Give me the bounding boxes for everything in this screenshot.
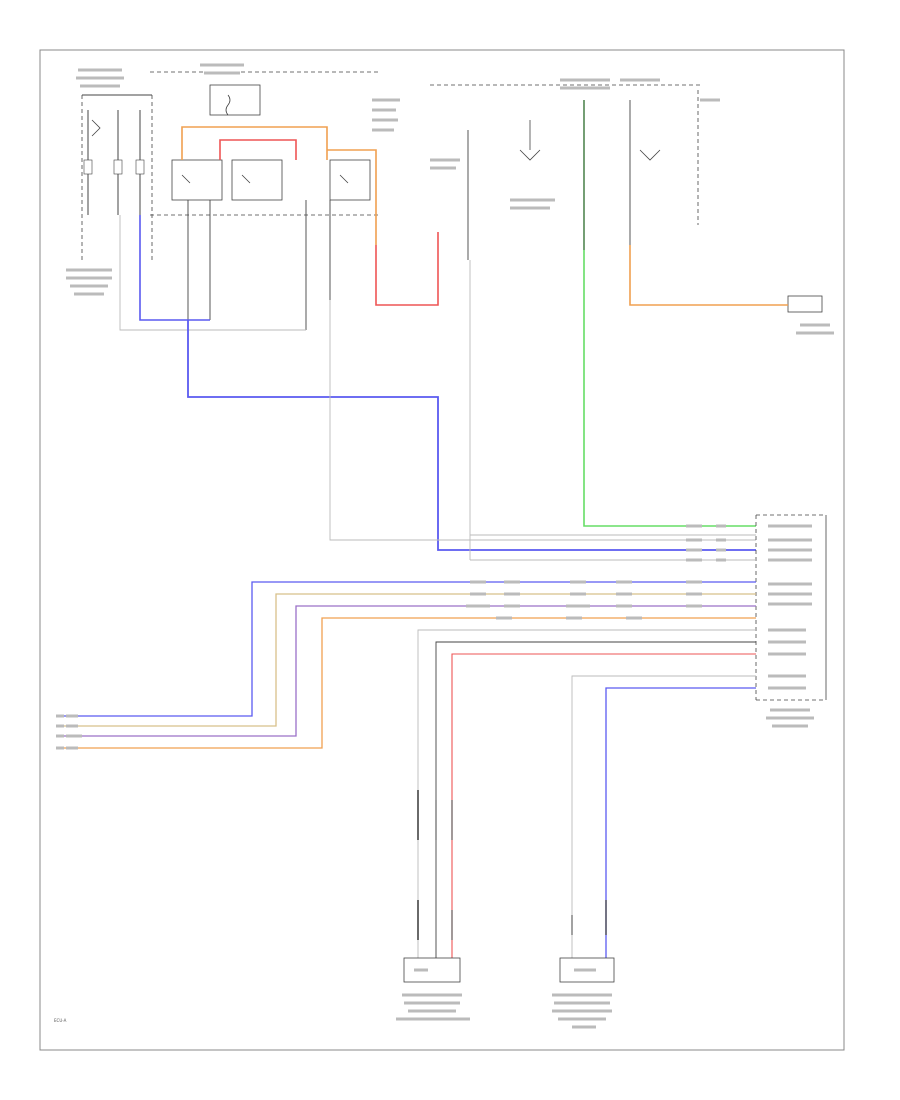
blue-wire-main [187, 320, 756, 551]
sensor-wire-gray-b [435, 641, 756, 958]
red-wire-relay [219, 139, 297, 160]
relay-2 [231, 159, 283, 201]
compressor-circuit [620, 78, 834, 335]
orange-wire-top [181, 126, 328, 160]
green-wire [583, 100, 756, 527]
can-wire-blue [64, 581, 756, 717]
sensor-wire-gray-a [417, 629, 756, 958]
ecu-connector [755, 514, 827, 728]
temperature-sensor [552, 957, 615, 1029]
gray-wire-main [329, 300, 756, 541]
fuse-box [209, 84, 261, 116]
can-wire-tan [64, 593, 756, 727]
relay-1 [171, 159, 223, 201]
can-wire-purple [64, 605, 756, 737]
orange-wire-compressor [629, 245, 788, 306]
sensor-wire-gray-c [571, 675, 756, 960]
wire-label-marks [56, 524, 726, 750]
figure-id: ECU-A [54, 1018, 67, 1023]
relay-output-wires [119, 200, 331, 331]
left-module-connector [66, 68, 153, 296]
relay-block [150, 63, 400, 216]
diagram-frame [39, 49, 845, 1051]
pressure-switch [430, 78, 700, 260]
pressure-transducer [396, 957, 470, 1021]
can-wire-orange [64, 617, 756, 749]
relay-3 [329, 159, 371, 201]
sensor-wire-purple [605, 687, 756, 960]
red-wire-loop [375, 232, 439, 306]
compressor-connector [787, 295, 823, 313]
orange-wire-right [327, 149, 377, 245]
sensor-wire-red [451, 653, 756, 958]
